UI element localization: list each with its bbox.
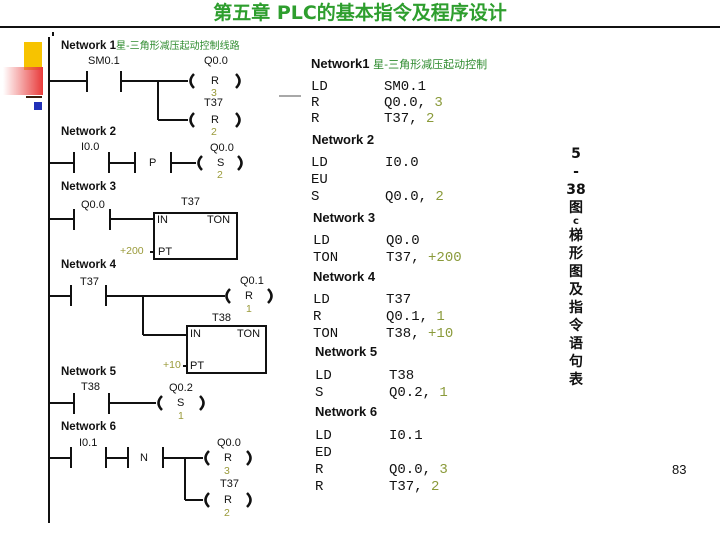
il-operand: I0.0	[385, 155, 419, 171]
il-line: LD	[315, 368, 332, 384]
timer-pt: PT	[190, 360, 205, 372]
il-line: LD	[311, 155, 328, 171]
il-network-4-label: Network 4	[313, 269, 376, 284]
il-operand: Q0.2, 1	[389, 385, 448, 401]
il-network-1-comment: 星-三角形减压起动控制	[373, 58, 488, 71]
il-line: TON	[313, 326, 339, 342]
il-line: S	[311, 189, 320, 205]
coil-count: 3	[211, 87, 217, 99]
edge-n: N	[140, 452, 148, 464]
timer-preset: +10	[163, 359, 181, 371]
figure-caption: 5 - 38 图 c 梯 形 图 及 指 令 语 句 表	[566, 146, 586, 388]
il-operand: T37, 2	[384, 111, 435, 127]
il-line: S	[315, 385, 324, 401]
ladder-network-1-label: Network 1星-三角形减压起动控制线路	[61, 40, 240, 52]
timer-type: TON	[237, 328, 261, 340]
timer-type: TON	[207, 214, 231, 226]
il-line: R	[315, 479, 324, 495]
coil-type: R	[224, 452, 232, 464]
il-network-5-label: Network 5	[315, 344, 378, 359]
contact-sm0-1: SM0.1	[88, 55, 120, 67]
il-operand: T37, +200	[386, 250, 462, 266]
coil-count: 2	[224, 507, 230, 519]
il-line: TON	[313, 250, 339, 266]
decor-dark-line	[26, 96, 42, 98]
il-operand: SM0.1	[384, 79, 427, 95]
il-operand: T37	[386, 292, 412, 308]
coil-type: R	[211, 75, 219, 87]
decor-gray-line	[279, 95, 301, 97]
il-operand: T37, 2	[389, 479, 440, 495]
il-line: LD	[313, 292, 330, 308]
page-number: 83	[672, 462, 687, 477]
coil-address: Q0.1	[240, 275, 264, 287]
coil-type: R	[224, 494, 232, 506]
timer-preset: +200	[120, 245, 144, 257]
il-line: LD	[311, 79, 328, 95]
il-line: LD	[315, 428, 332, 444]
coil-type: S	[177, 397, 185, 409]
il-operand: Q0.0, 3	[389, 462, 448, 478]
il-line: R	[315, 462, 324, 478]
il-operand: Q0.0	[386, 233, 420, 249]
coil-count: 1	[178, 410, 184, 422]
il-line: LD	[313, 233, 330, 249]
timer-name: T37	[181, 196, 200, 208]
coil-address: Q0.2	[169, 382, 193, 394]
contact-q0-0: Q0.0	[81, 199, 105, 211]
coil-type: S	[217, 157, 225, 169]
ladder-network-4-label: Network 4	[61, 259, 116, 271]
title-divider	[0, 26, 720, 28]
il-network-2-label: Network 2	[312, 132, 375, 147]
il-network-1-label: Network1 星-三角形减压起动控制	[311, 56, 488, 71]
ladder-network-2-label: Network 2	[61, 126, 116, 138]
coil-count: 2	[217, 169, 223, 181]
coil-address: T37	[220, 478, 239, 490]
coil-address: Q0.0	[204, 55, 228, 67]
coil-address: Q0.0	[217, 437, 241, 449]
timer-name: T38	[212, 312, 231, 324]
il-network-6-label: Network 6	[315, 404, 378, 419]
edge-p: P	[149, 157, 157, 169]
coil-type: R	[211, 114, 219, 126]
coil-count: 1	[246, 303, 252, 315]
il-operand: I0.1	[389, 428, 423, 444]
ladder-network-6-label: Network 6	[61, 421, 116, 433]
decor-red-gradient	[3, 67, 43, 95]
il-network-3-label: Network 3	[313, 210, 376, 225]
timer-in: IN	[190, 328, 201, 340]
il-operand: Q0.1, 1	[386, 309, 445, 325]
il-line: R	[311, 95, 320, 111]
il-operand: Q0.0, 3	[384, 95, 443, 111]
il-line: R	[311, 111, 320, 127]
decor-blue-square	[34, 102, 42, 110]
il-line: EU	[311, 172, 328, 188]
contact-i0-0: I0.0	[81, 141, 100, 153]
timer-in: IN	[157, 214, 168, 226]
coil-count: 3	[224, 465, 230, 477]
coil-type: R	[245, 290, 253, 302]
il-operand: T38, +10	[386, 326, 454, 342]
il-operand: T38	[389, 368, 415, 384]
coil-address: Q0.0	[210, 142, 234, 154]
ladder-network-3-label: Network 3	[61, 181, 116, 193]
coil-address: T37	[204, 97, 223, 109]
decor-dot	[52, 32, 54, 36]
contact-t38: T38	[81, 381, 100, 393]
ladder-network-1-comment: 星-三角形减压起动控制线路	[115, 41, 240, 52]
ladder-network-5-label: Network 5	[61, 366, 116, 378]
page-title: 第五章 PLC的基本指令及程序设计	[213, 2, 507, 24]
timer-pt: PT	[158, 246, 173, 258]
il-line: R	[313, 309, 322, 325]
coil-count: 2	[211, 126, 217, 138]
decor-yellow-block	[24, 42, 42, 70]
il-operand: Q0.0, 2	[385, 189, 444, 205]
contact-t37: T37	[80, 276, 99, 288]
contact-i0-1: I0.1	[79, 437, 98, 449]
il-line: ED	[315, 445, 332, 461]
